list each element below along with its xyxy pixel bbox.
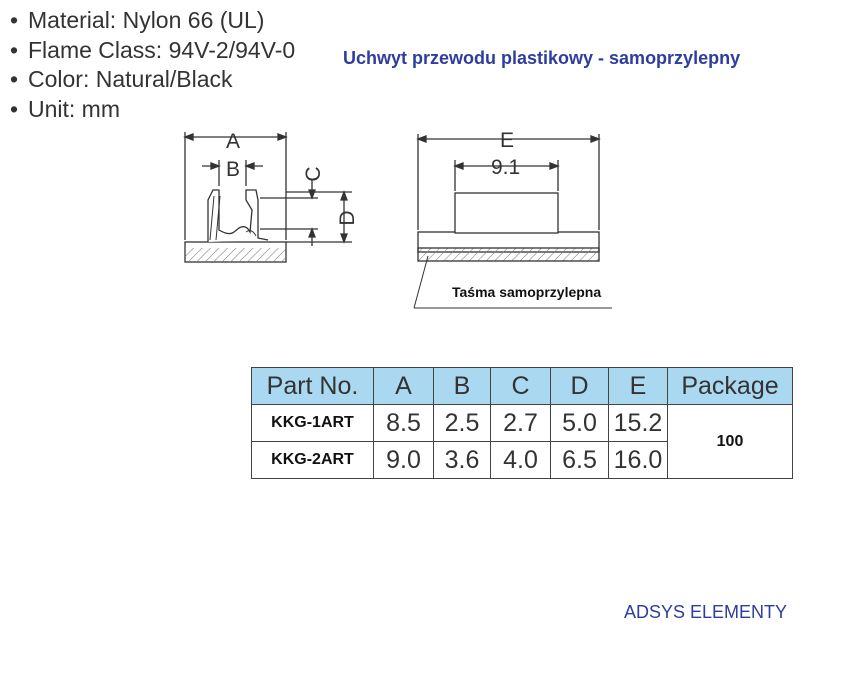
dim-e-label: E [500,129,514,152]
value-b: 3.6 [433,441,491,479]
spec-list: •Material: Nylon 66 (UL) •Flame Class: 9… [10,6,295,124]
table-header-row: Part No. A B C D E Package [251,367,793,405]
tape-label: Taśma samoprzylepna [452,284,602,300]
value-b: 2.5 [433,404,491,442]
value-e: 16.0 [608,441,668,479]
value-c: 2.7 [490,404,551,442]
value-a: 8.5 [373,404,434,442]
package-quantity: 100 [667,404,793,479]
spec-item: •Unit: mm [10,95,120,122]
side-view [183,132,352,263]
dim-d-label: D [336,210,359,225]
value-c: 4.0 [490,441,551,479]
table-row: KKG-2ART 9.0 3.6 4.0 6.5 16.0 [251,441,793,479]
dim-c-label: C [302,166,325,181]
dim-a-label: A [226,130,240,153]
value-d: 5.0 [550,404,609,442]
spec-item: •Color: Natural/Black [10,66,233,92]
header-part-no: Part No. [251,367,374,405]
parts-table: Part No. A B C D E Package KKG-1ART 8.5 … [251,367,793,479]
company-name: ADSYS ELEMENTY [624,602,788,622]
value-a: 9.0 [373,441,434,479]
part-number: KKG-1ART [251,404,374,442]
table-row: KKG-1ART 8.5 2.5 2.7 5.0 15.2 100 [251,404,793,479]
spec-item: •Flame Class: 94V-2/94V-0 [10,36,296,63]
header-e: E [608,367,668,405]
front-view [413,134,612,309]
part-number: KKG-2ART [251,441,374,479]
value-d: 6.5 [550,441,609,479]
dim-width-label: 9.1 [491,156,520,179]
header-b: B [433,367,491,405]
spec-item: •Material: Nylon 66 (UL) [10,7,265,33]
dim-b-label: B [226,158,240,181]
header-a: A [373,367,434,405]
value-e: 15.2 [608,404,668,442]
product-heading: Uchwyt przewodu plastikowy - samoprzylep… [343,48,741,68]
header-c: C [490,367,551,405]
header-d: D [550,367,609,405]
header-package: Package [667,367,793,405]
